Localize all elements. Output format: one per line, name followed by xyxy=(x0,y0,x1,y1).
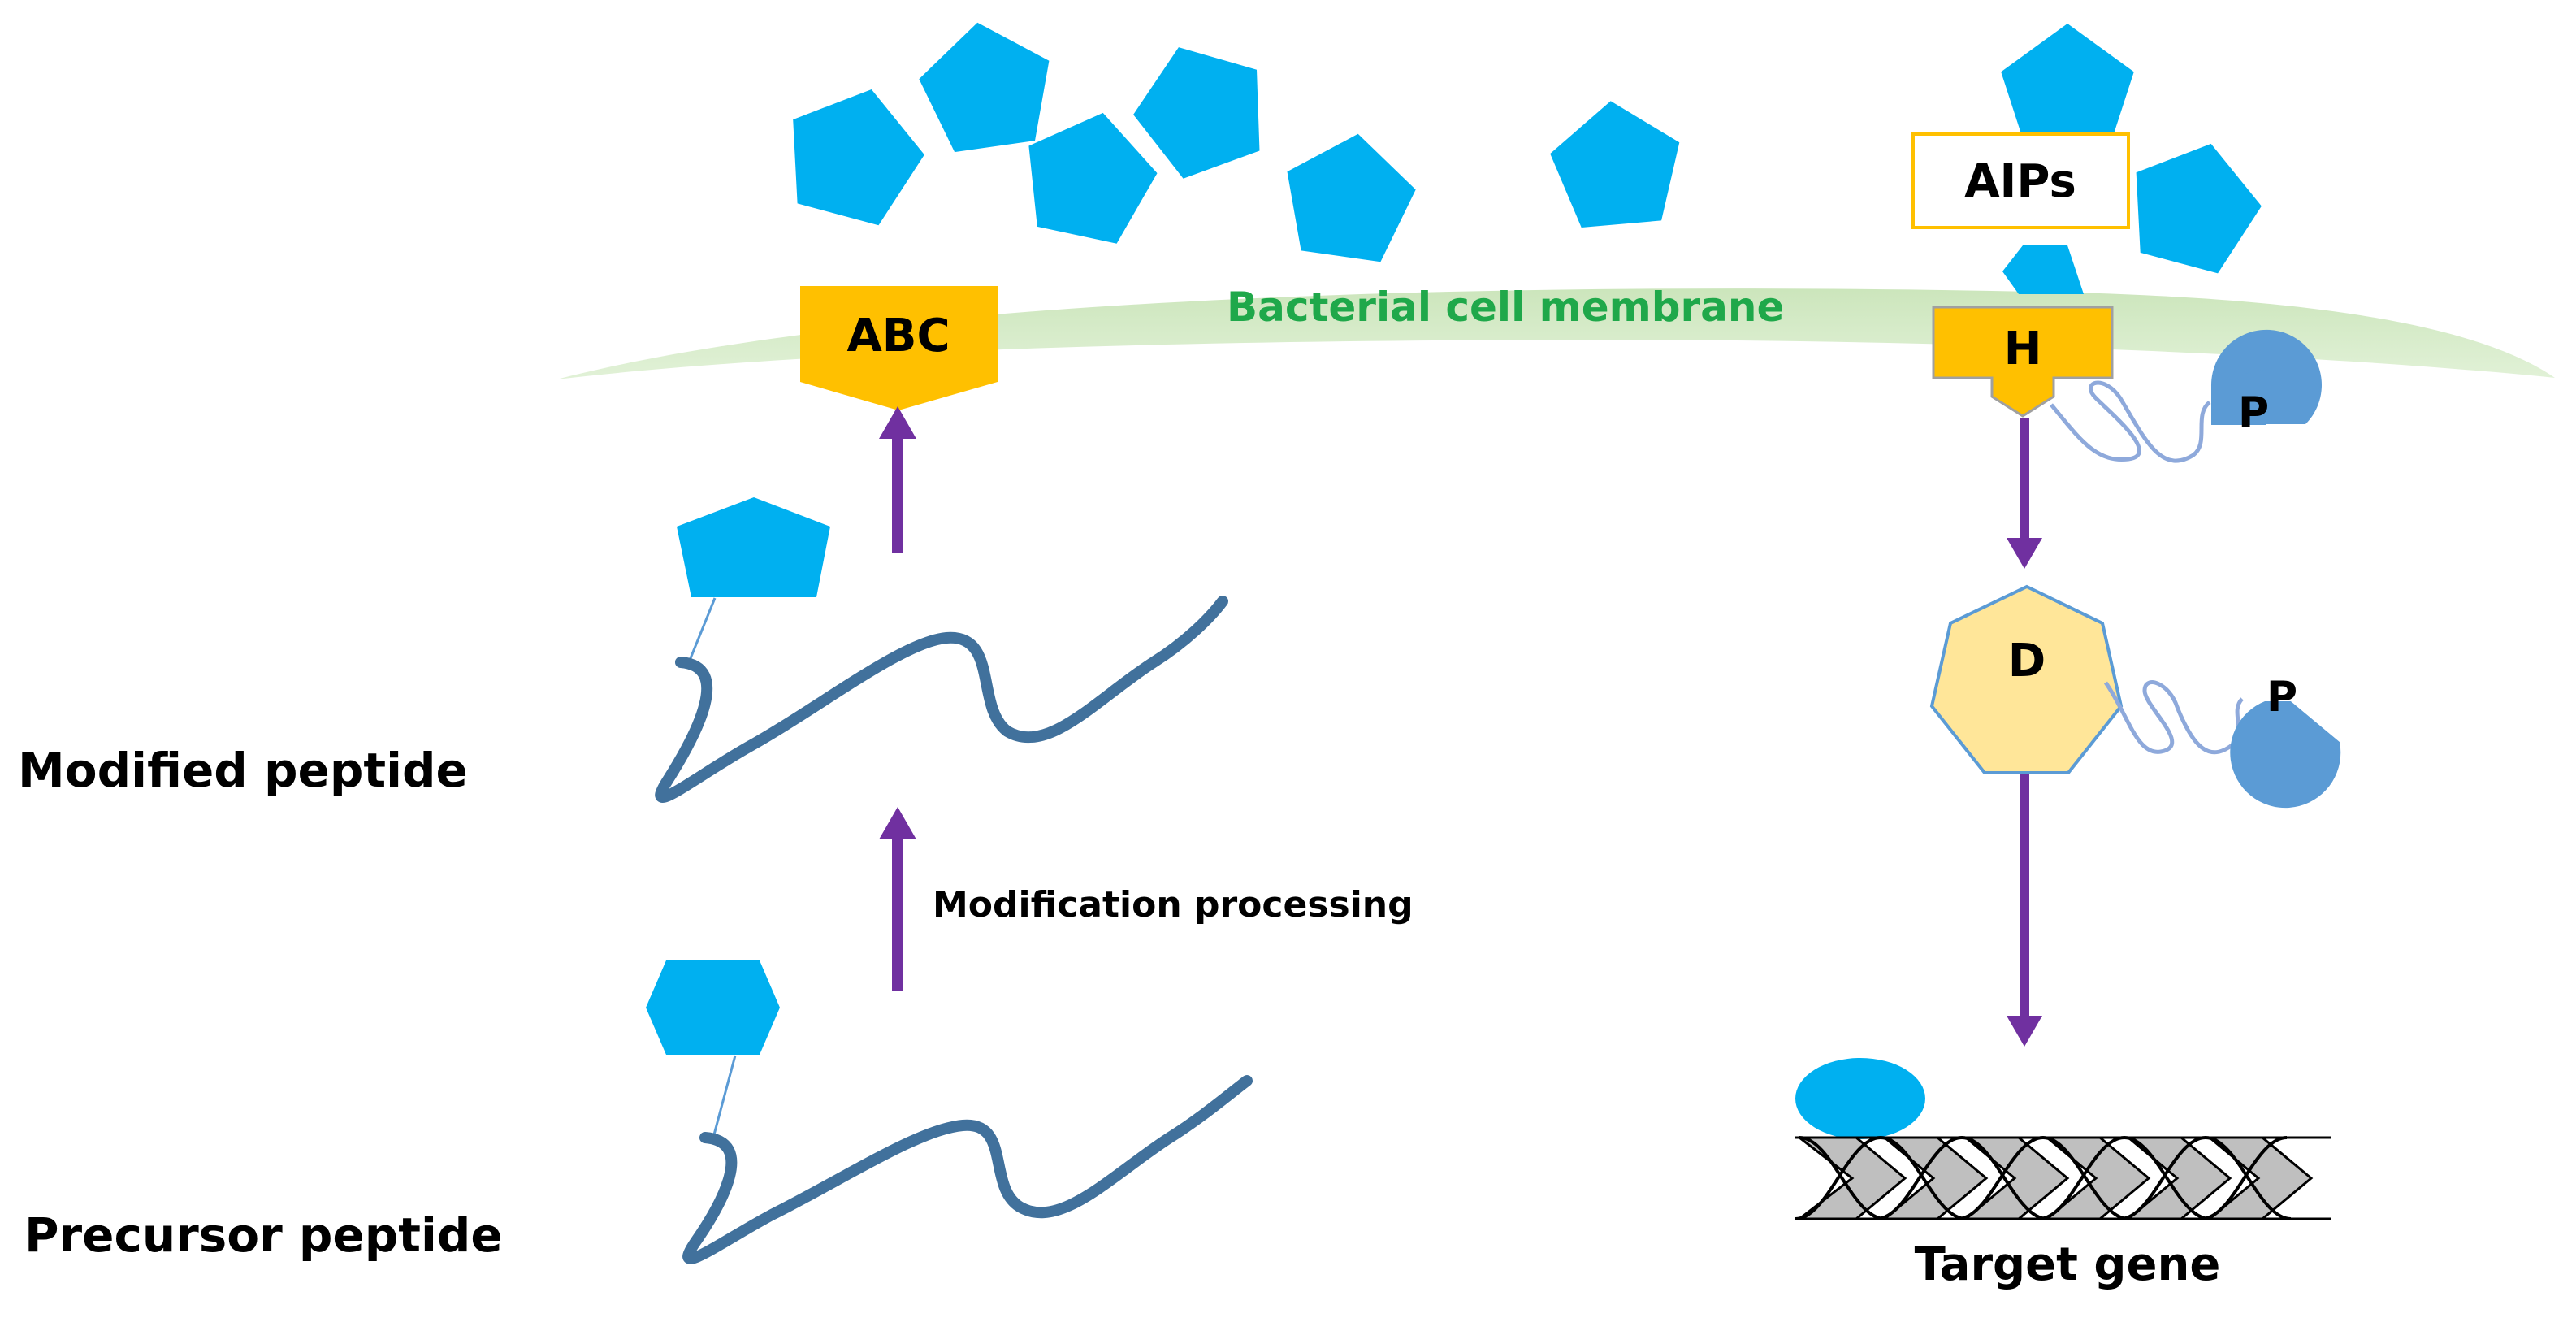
receptor-shape xyxy=(1932,306,2114,418)
aip-bound-pentagon xyxy=(2002,245,2084,294)
phosphate-label-1: P xyxy=(2238,388,2269,437)
phosphate-shape-2 xyxy=(2230,701,2341,809)
phosphate-mouth-2 xyxy=(2291,701,2346,742)
abc-label: ABC xyxy=(846,310,950,362)
aip-pentagon xyxy=(919,22,1050,153)
precursor-peptide-hexagon xyxy=(646,960,780,1055)
regulator-label: D xyxy=(2008,635,2046,687)
phosphate-group-2: P xyxy=(2230,673,2346,809)
modified-peptide-group xyxy=(655,497,1228,803)
arrow-modification xyxy=(879,807,916,991)
pathway-arrows xyxy=(879,406,2042,1047)
receptor-linker-loop xyxy=(2050,380,2211,463)
modified-peptide-pentagon xyxy=(677,497,830,597)
dna-double-helix xyxy=(1795,1136,2331,1220)
modification-processing-label: Modification processing xyxy=(933,884,1414,926)
rna-polymerase-blob xyxy=(1795,1058,1925,1139)
precursor-peptide-group xyxy=(646,960,1253,1264)
precursor-peptide-label: Precursor peptide xyxy=(24,1207,503,1263)
aip-pentagon xyxy=(1550,101,1680,228)
arrow-d-to-gene xyxy=(2007,768,2042,1047)
arrow-h-to-d xyxy=(2007,418,2042,569)
precursor-peptide-chain xyxy=(682,1075,1253,1264)
response-regulator: D xyxy=(1929,584,2244,774)
phosphate-fill xyxy=(2211,370,2266,425)
aips-box xyxy=(1911,132,2130,229)
membrane-label: Bacterial cell membrane xyxy=(1227,284,1784,331)
aip-pentagon xyxy=(1028,112,1158,244)
aip-pentagon xyxy=(793,89,924,226)
target-gene-dna: Target gene xyxy=(1795,1058,2331,1291)
modified-peptide-label: Modified peptide xyxy=(18,743,468,798)
aips-label-box: AIPs xyxy=(1911,132,2130,229)
histidine-kinase-receptor: H xyxy=(1932,245,2211,463)
abc-transporter-shape xyxy=(800,286,998,410)
modified-peptide-chain xyxy=(655,596,1228,803)
regulator-linker-loop xyxy=(2103,680,2244,755)
precursor-peptide-linker xyxy=(712,1055,737,1138)
receptor-label: H xyxy=(2004,323,2042,375)
extracellular-aip-molecules xyxy=(793,22,2262,274)
aip-pentagon xyxy=(1287,133,1416,262)
phosphate-label-2: P xyxy=(2266,673,2297,722)
aips-label: AIPs xyxy=(1964,155,2076,208)
aip-pentagon xyxy=(2136,143,2262,274)
phosphate-group-1: P xyxy=(2210,329,2322,437)
arrow-to-abc xyxy=(879,406,916,553)
modified-peptide-linker xyxy=(687,597,717,663)
regulator-heptagon xyxy=(1929,584,2124,774)
aip-pentagon xyxy=(1133,47,1260,179)
aip-pentagon xyxy=(2001,24,2134,150)
target-gene-label: Target gene xyxy=(1915,1238,2221,1291)
abc-transporter: ABC xyxy=(800,286,998,410)
